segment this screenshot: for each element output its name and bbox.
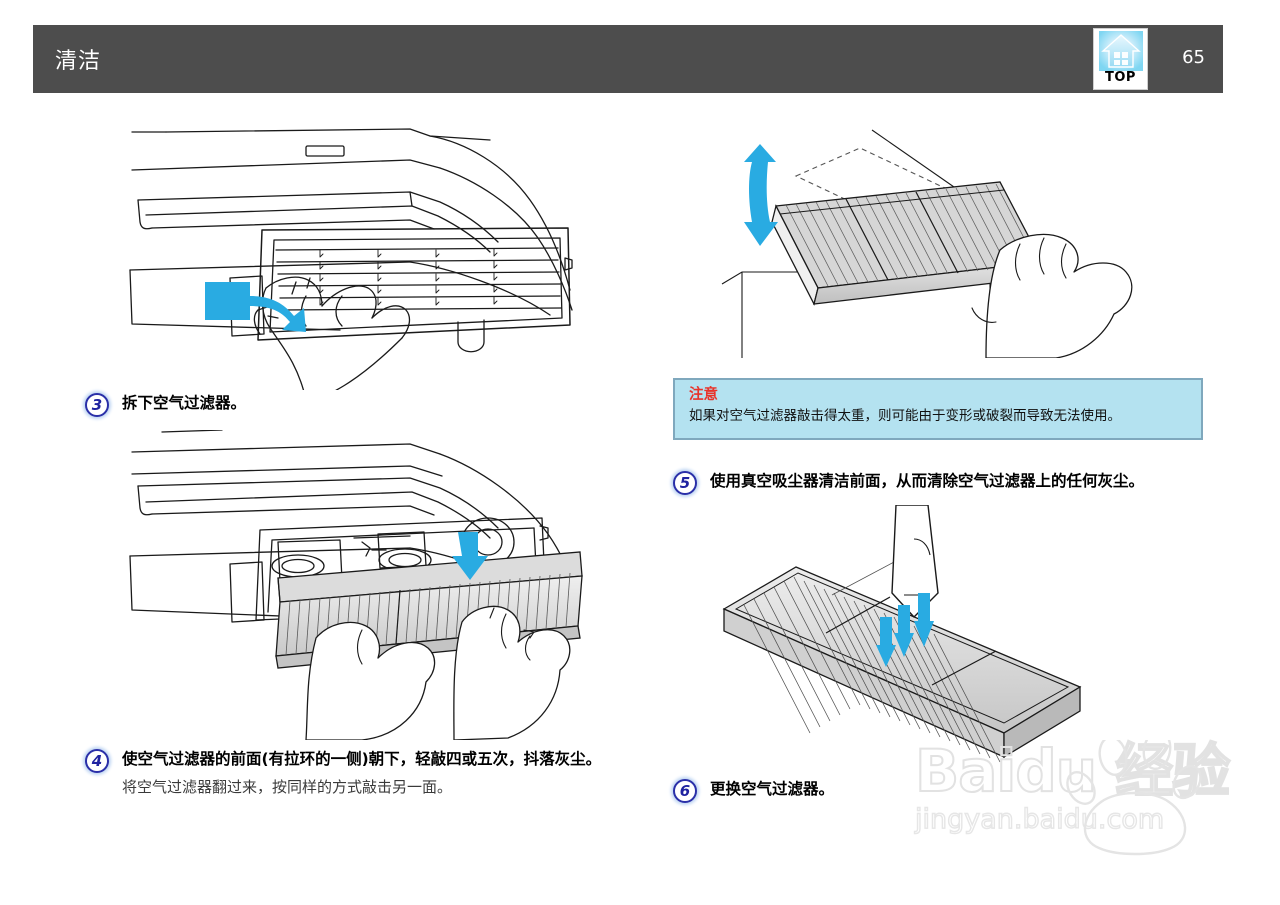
page-title: 清洁 [55,49,102,74]
figure-tap-filter [700,118,1160,358]
step-number-circle: 6 [672,778,698,804]
caution-body: 如果对空气过滤器敲击得太重，则可能由于变形或破裂而导致无法使用。 [689,408,1121,424]
step-5: 5 使用真空吸尘器清洁前面，从而清除空气过滤器上的任何灰尘。 [672,470,1212,496]
step-number: 5 [679,474,691,492]
step-number: 4 [91,752,103,770]
direction-arrow-blue [452,532,488,580]
step-text: 使空气过滤器的前面(有拉环的一侧)朝下，轻敲四或五次，抖落灰尘。 [122,750,602,768]
step-4: 4 使空气过滤器的前面(有拉环的一侧)朝下，轻敲四或五次，抖落灰尘。 将空气过滤… [84,748,624,799]
step-subtext: 将空气过滤器翻过来，按同样的方式敲击另一面。 [122,778,453,796]
tap-direction-arrow [744,144,778,246]
step-text: 更换空气过滤器。 [710,780,835,798]
step-3: 3 拆下空气过滤器。 [84,392,604,418]
direction-arrow-blue [205,282,306,332]
step-number-circle: 4 [84,748,110,774]
watermark-line2: jingyan.baidu.com [914,803,1165,835]
house-icon [1098,31,1143,71]
step-number: 6 [679,782,691,800]
step-number: 3 [91,396,103,414]
caution-title: 注意 [689,387,718,403]
top-home-icon[interactable]: TOP [1093,28,1148,90]
top-icon-label: TOP [1105,70,1136,85]
step-6: 6 更换空气过滤器。 [672,778,1072,804]
step-text: 拆下空气过滤器。 [122,394,247,412]
caution-box: 注意 如果对空气过滤器敲击得太重，则可能由于变形或破裂而导致无法使用。 [673,378,1203,440]
figure-remove-filter-cover [110,110,620,390]
step-number-circle: 3 [84,392,110,418]
figure-vacuum-filter [700,505,1110,777]
step-number-circle: 5 [672,470,698,496]
suction-arrows-blue [876,593,934,667]
figure-pull-out-filter [110,430,620,740]
page-header-bar: 清洁 [33,25,1223,93]
step-text: 使用真空吸尘器清洁前面，从而清除空气过滤器上的任何灰尘。 [710,472,1145,490]
page-number: 65 [1182,47,1205,68]
